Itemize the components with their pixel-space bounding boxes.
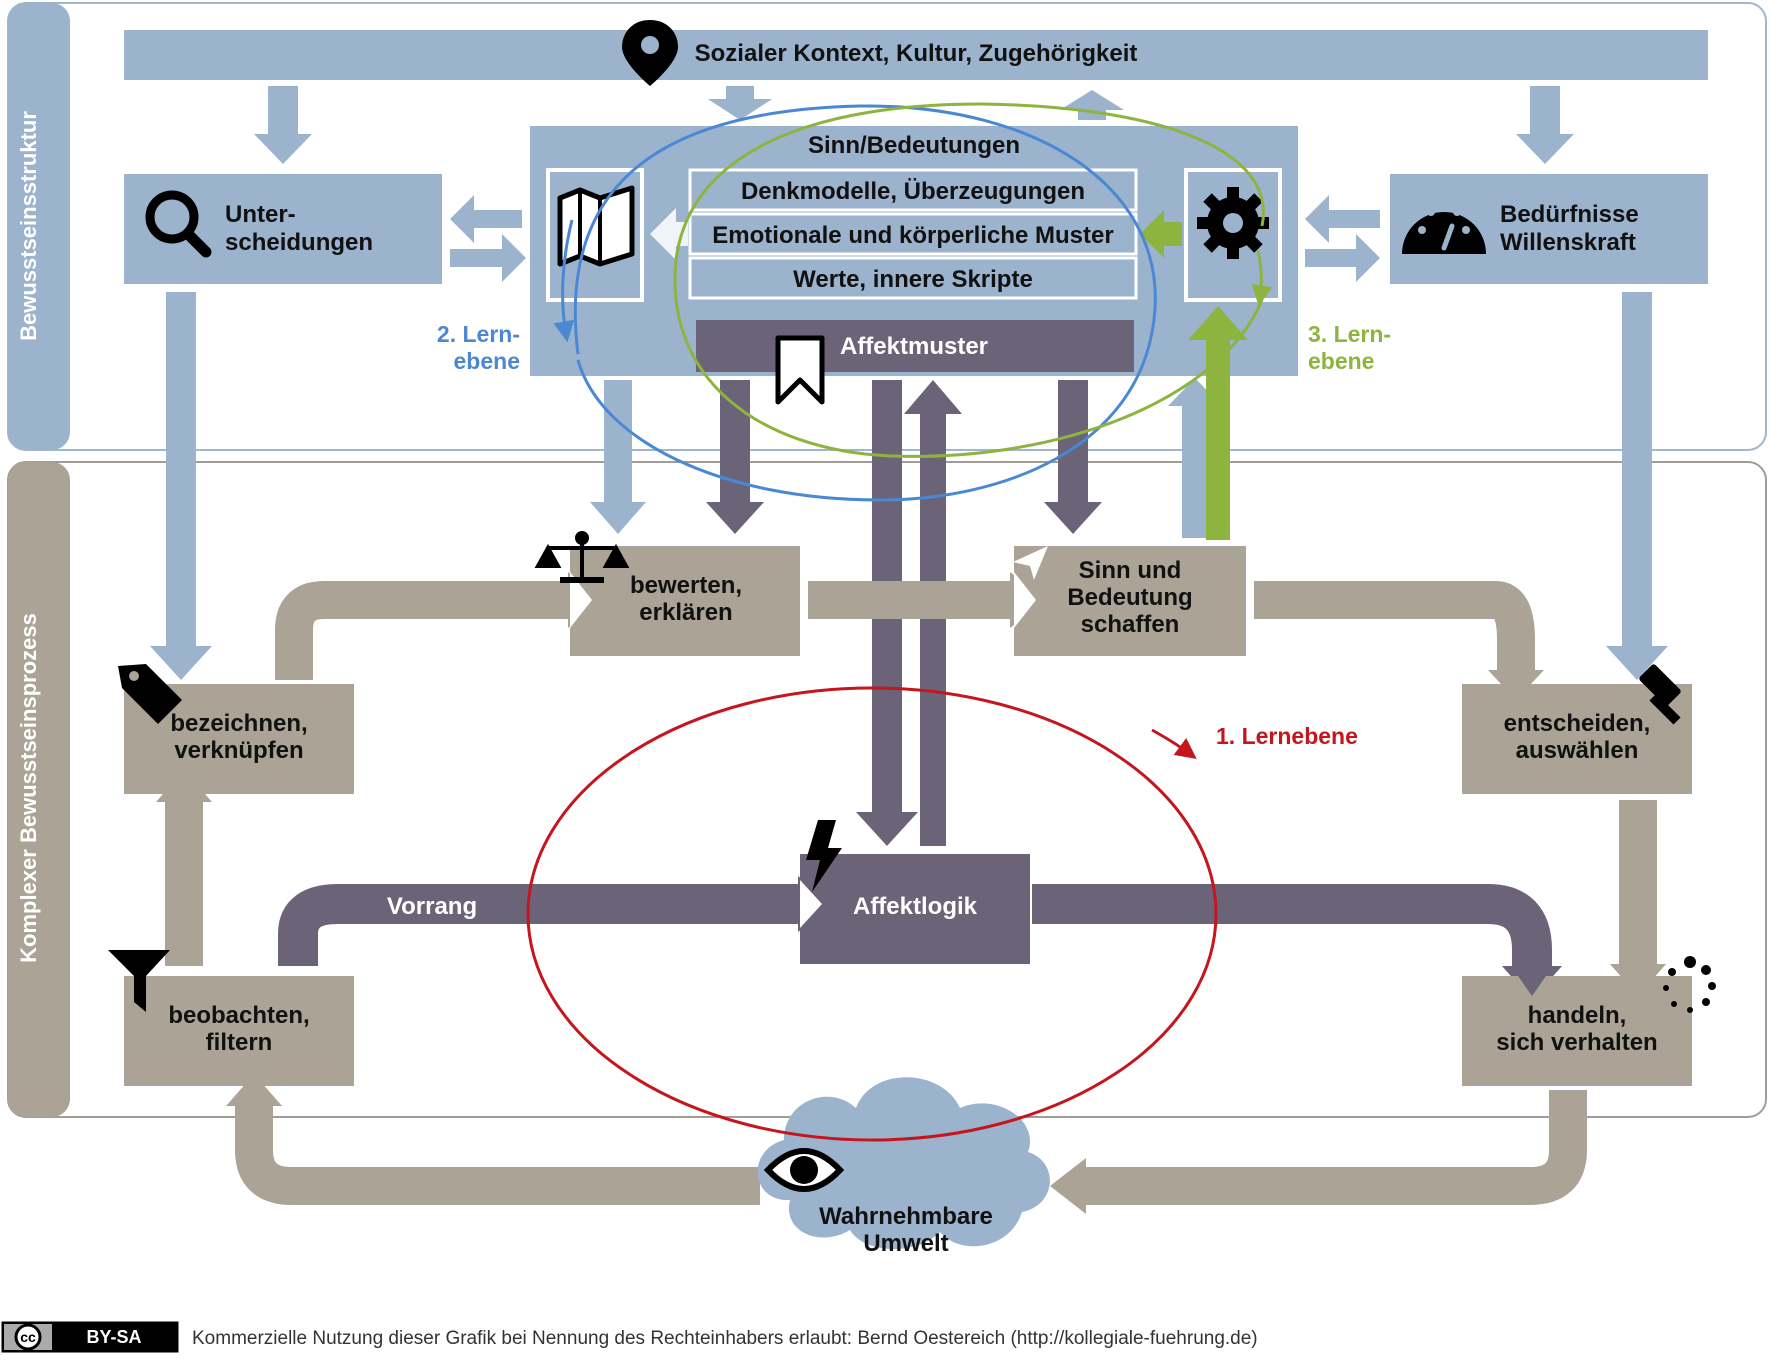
bewerten-line1: bewerten, [630, 572, 742, 599]
license-badge-text: BY-SA [86, 1327, 141, 1347]
eye-icon [763, 1148, 845, 1192]
beduerfnisse-line1: Bedürfnisse [1500, 201, 1639, 228]
gear-icon [1197, 187, 1269, 259]
map-pin-icon [622, 20, 678, 86]
sinn-schaffen-line1: Sinn und [1079, 557, 1182, 584]
level3-line1: 3. Lern- [1308, 321, 1391, 347]
bezeichnen-line1: bezeichnen, [170, 710, 307, 737]
affektlogik-box: Affektlogik [800, 820, 1030, 964]
center-werte: Werte, innere Skripte [793, 266, 1033, 293]
level1-label: 1. Lernebene [1216, 723, 1358, 749]
heart-navigation-icon [1013, 546, 1048, 580]
level2-line2: ebene [454, 348, 520, 374]
process-section-label: Komplexer Bewusstseinsprozess [16, 613, 41, 963]
process-flow [165, 581, 1657, 1205]
handeln-line1: handeln, [1528, 1002, 1627, 1029]
bewerten-line2: erklären [639, 599, 732, 626]
bezeichnen-box: bezeichnen, verknüpfen [118, 664, 354, 794]
license-badge[interactable]: cc BY-SA [1, 1321, 179, 1353]
structure-section-label: Bewusstseinsstruktur [16, 111, 41, 341]
sinn-schaffen-box: Sinn und Bedeutung schaffen [1013, 546, 1246, 656]
beobachten-line2: filtern [206, 1029, 273, 1056]
learning-loop-2 [573, 104, 1157, 502]
entscheiden-line2: auswählen [1516, 737, 1639, 764]
exchange-arrows [450, 195, 1380, 282]
center-emotionale: Emotionale und körperliche Muster [712, 222, 1113, 249]
handeln-box: handeln, sich verhalten [1462, 956, 1716, 1086]
beobachten-box: beobachten, filtern [108, 950, 354, 1086]
tag-icon [118, 664, 182, 724]
beduerfnisse-box: Bedürfnisse Willenskraft [1390, 174, 1708, 284]
learning-loop-1 [526, 686, 1218, 1142]
context-bar-label: Sozialer Kontext, Kultur, Zugehörigkeit [695, 40, 1138, 67]
filter-icon [108, 950, 170, 1012]
license-badge-cc: cc [20, 1329, 36, 1345]
unterscheidungen-line2: scheidungen [225, 229, 373, 256]
learning-loops: 1. Lernebene [526, 102, 1358, 1142]
center-denkmodelle: Denkmodelle, Überzeugungen [741, 178, 1085, 205]
gavel-icon [1639, 664, 1681, 725]
magnifier-icon [145, 190, 212, 258]
bookmark-icon [775, 335, 825, 405]
beobachten-line1: beobachten, [168, 1002, 309, 1029]
loading-dots-icon [1663, 956, 1716, 1013]
map-icon [557, 185, 635, 267]
context-bar [124, 30, 1708, 80]
bezeichnen-line2: verknüpfen [174, 737, 303, 764]
unterscheidungen-line1: Unter- [225, 201, 296, 228]
entscheiden-box: entscheiden, auswählen [1462, 664, 1692, 794]
footer-text: Kommerzielle Nutzung dieser Grafik bei N… [192, 1328, 1258, 1349]
sinn-schaffen-line2: Bedeutung [1067, 584, 1192, 611]
sinn-schaffen-line3: schaffen [1081, 611, 1180, 638]
white-arrow-left [650, 208, 688, 260]
umwelt-line1: Wahrnehmbare [819, 1203, 993, 1230]
context-arrows [254, 86, 1574, 164]
lightning-icon [806, 820, 842, 892]
unterscheidungen-box: Unter- scheidungen [124, 174, 442, 284]
vorrang-label: Vorrang [387, 893, 477, 920]
beduerfnisse-line2: Willenskraft [1500, 229, 1636, 256]
footer: cc BY-SA Kommerzielle Nutzung dieser Gra… [1, 1321, 1258, 1353]
learning-loop-3 [673, 102, 1265, 458]
handeln-line2: sich verhalten [1496, 1029, 1657, 1056]
center-sinn: Sinn/Bedeutungen [808, 132, 1020, 159]
speedometer-icon [1402, 200, 1486, 254]
umwelt-line2: Umwelt [863, 1230, 948, 1257]
level2-line1: 2. Lern- [437, 321, 520, 347]
center-structure: Sinn/Bedeutungen Denkmodelle, Überzeugun… [530, 126, 1298, 405]
green-arrow-left [1140, 210, 1182, 258]
affektlogik-label: Affektlogik [853, 893, 978, 920]
center-affektmuster: Affektmuster [840, 333, 988, 360]
scales-icon [534, 531, 630, 583]
entscheiden-line1: entscheiden, [1504, 710, 1651, 737]
umwelt-cloud: Wahrnehmbare Umwelt [757, 1077, 1050, 1257]
bewerten-box: bewerten, erklären [534, 531, 800, 656]
level3-line2: ebene [1308, 348, 1374, 374]
